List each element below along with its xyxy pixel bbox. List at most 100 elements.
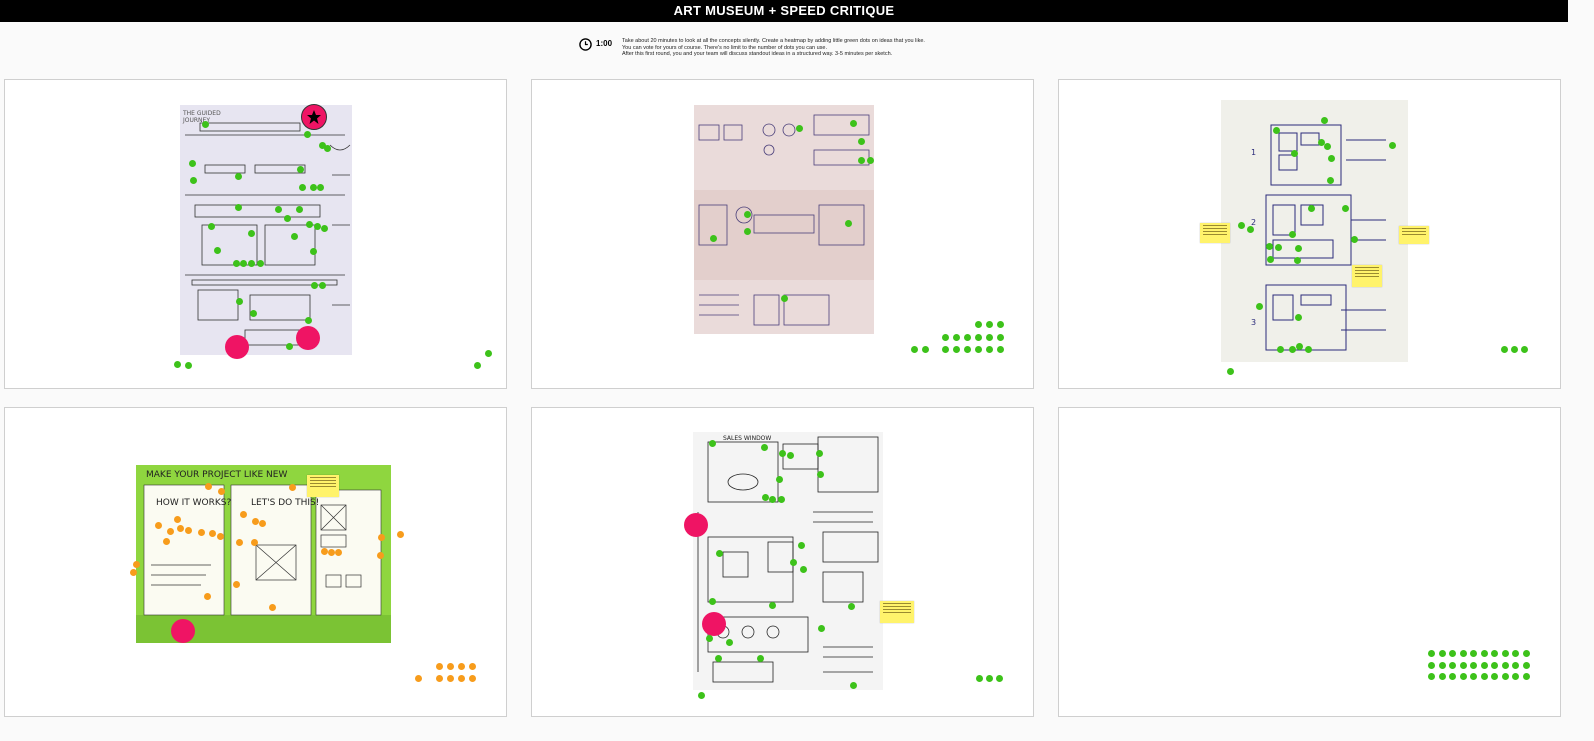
vote-dot[interactable]: [1291, 150, 1298, 157]
vote-dot[interactable]: [248, 230, 255, 237]
vote-dot[interactable]: [1501, 346, 1508, 353]
vote-dot[interactable]: [953, 334, 960, 341]
vote-dot[interactable]: [1480, 650, 1488, 657]
vote-dot[interactable]: [997, 346, 1004, 353]
vote-dot-orange[interactable]: [130, 569, 137, 576]
vote-dot[interactable]: [1428, 673, 1435, 680]
vote-dot[interactable]: [816, 450, 823, 457]
vote-dot[interactable]: [706, 635, 713, 642]
vote-dot[interactable]: [1295, 314, 1302, 321]
vote-dot[interactable]: [845, 220, 852, 227]
vote-dot[interactable]: [1308, 205, 1315, 212]
vote-dot[interactable]: [1351, 236, 1358, 243]
vote-dot[interactable]: [942, 346, 949, 353]
vote-dot[interactable]: [474, 362, 481, 369]
vote-dot[interactable]: [964, 334, 971, 341]
vote-dot[interactable]: [1480, 673, 1488, 680]
vote-dot[interactable]: [1501, 673, 1509, 680]
vote-dot[interactable]: [248, 260, 255, 267]
vote-dot[interactable]: [1470, 650, 1477, 657]
sticky-note[interactable]: [1200, 223, 1230, 243]
vote-dot[interactable]: [310, 248, 317, 255]
sticky-note[interactable]: [880, 601, 914, 623]
vote-dot[interactable]: [850, 120, 857, 127]
vote-dot[interactable]: [317, 184, 324, 191]
vote-dot[interactable]: [769, 602, 776, 609]
vote-dot-orange[interactable]: [415, 675, 422, 682]
vote-dot[interactable]: [189, 160, 196, 167]
vote-dot-orange[interactable]: [447, 663, 454, 670]
vote-dot[interactable]: [986, 321, 993, 328]
vote-dot[interactable]: [214, 247, 221, 254]
sketch-panel-2[interactable]: [531, 79, 1034, 389]
vote-dot-orange[interactable]: [236, 539, 243, 546]
vote-dot[interactable]: [817, 471, 824, 478]
vote-dot[interactable]: [1522, 661, 1530, 669]
vote-dot-big[interactable]: [225, 335, 249, 359]
vote-dot-orange[interactable]: [259, 520, 266, 527]
vote-dot[interactable]: [1470, 661, 1477, 669]
vote-dot[interactable]: [1491, 673, 1498, 680]
vote-dot[interactable]: [867, 157, 874, 164]
vote-dot[interactable]: [1449, 661, 1456, 669]
vote-dot[interactable]: [1247, 226, 1254, 233]
vote-dot[interactable]: [291, 233, 298, 240]
vote-dot[interactable]: [997, 334, 1004, 341]
vote-dot[interactable]: [1328, 155, 1335, 162]
sketch-image-make-project[interactable]: MAKE YOUR PROJECT LIKE NEW HOW IT WORKS?…: [136, 465, 391, 643]
sticky-note[interactable]: [307, 475, 339, 497]
vote-dot[interactable]: [1438, 650, 1446, 657]
vote-dot-big[interactable]: [171, 619, 195, 643]
vote-dot-orange[interactable]: [289, 484, 296, 491]
vote-dot[interactable]: [761, 444, 768, 451]
vote-dot-orange[interactable]: [328, 549, 335, 556]
vote-dot[interactable]: [235, 204, 242, 211]
vote-dot-orange[interactable]: [469, 675, 476, 682]
vote-dot[interactable]: [1227, 368, 1234, 375]
vote-dot[interactable]: [975, 346, 982, 353]
vote-dot[interactable]: [233, 260, 240, 267]
vote-dot[interactable]: [1289, 346, 1296, 353]
vote-dot[interactable]: [1295, 245, 1302, 252]
vote-dot[interactable]: [306, 221, 313, 228]
vote-dot[interactable]: [709, 598, 716, 605]
vote-dot-orange[interactable]: [155, 522, 162, 529]
vote-dot-orange[interactable]: [321, 548, 328, 555]
vote-dot[interactable]: [208, 223, 215, 230]
sketch-panel-5[interactable]: SALES WINDOW: [531, 407, 1034, 717]
vote-dot[interactable]: [986, 334, 993, 341]
vote-dot[interactable]: [296, 206, 303, 213]
vote-dot[interactable]: [778, 496, 785, 503]
vote-dot-orange[interactable]: [163, 538, 170, 545]
vote-dot-orange[interactable]: [469, 663, 476, 670]
vote-dot[interactable]: [1342, 205, 1349, 212]
vote-dot[interactable]: [324, 145, 331, 152]
vote-dot-orange[interactable]: [251, 539, 258, 546]
vote-dot[interactable]: [1438, 673, 1446, 680]
vote-dot[interactable]: [1438, 661, 1446, 669]
vote-dot[interactable]: [997, 321, 1004, 328]
vote-dot[interactable]: [779, 450, 786, 457]
vote-dot-orange[interactable]: [240, 511, 247, 518]
vote-dot[interactable]: [1289, 231, 1296, 238]
vote-dot-orange[interactable]: [335, 549, 342, 556]
vote-dot-orange[interactable]: [447, 675, 454, 682]
vote-dot[interactable]: [236, 298, 243, 305]
vote-dot[interactable]: [986, 675, 993, 682]
vote-dot[interactable]: [1491, 661, 1498, 669]
vote-dot[interactable]: [299, 184, 306, 191]
vote-dot[interactable]: [321, 225, 328, 232]
vote-dot[interactable]: [174, 361, 181, 368]
vote-dot[interactable]: [1266, 243, 1273, 250]
vote-dot[interactable]: [1324, 143, 1331, 150]
vote-dot-orange[interactable]: [269, 604, 276, 611]
vote-dot[interactable]: [1296, 343, 1303, 350]
vote-dot[interactable]: [1428, 650, 1435, 657]
vote-dot[interactable]: [796, 125, 803, 132]
vote-dot-big[interactable]: [702, 612, 726, 636]
vote-dot[interactable]: [790, 559, 797, 566]
vote-dot[interactable]: [286, 343, 293, 350]
vote-dot[interactable]: [953, 346, 960, 353]
vote-dot[interactable]: [1501, 650, 1509, 657]
vote-dot-orange[interactable]: [209, 530, 216, 537]
